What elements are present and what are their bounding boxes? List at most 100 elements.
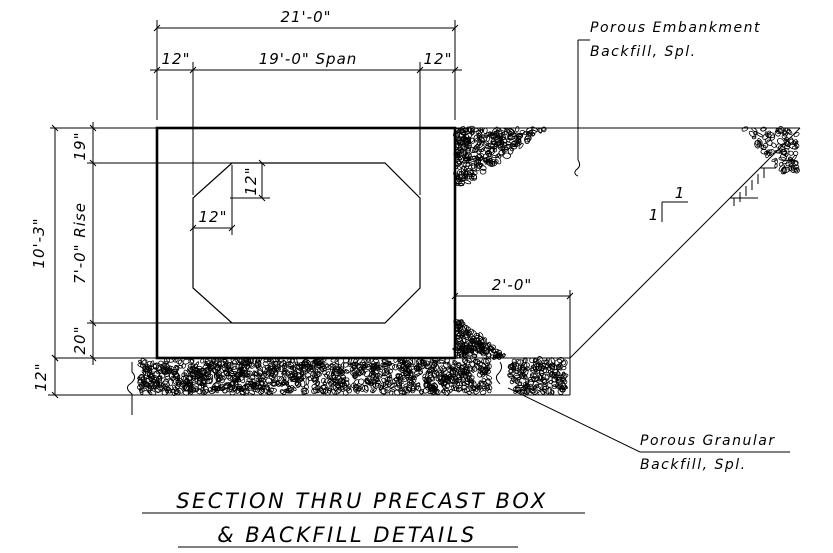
gravel-stone <box>330 382 338 391</box>
gravel-stone <box>143 382 151 386</box>
gravel-stone <box>777 138 785 146</box>
gravel-stone <box>458 326 464 332</box>
dim-bedding: 12" <box>32 363 50 392</box>
gravel-stone <box>478 346 483 353</box>
gravel-stone <box>489 346 495 352</box>
gravel-stone <box>476 149 482 155</box>
gravel-stone <box>441 389 446 394</box>
gravel-stone <box>455 387 463 392</box>
gravel-stone <box>498 150 505 157</box>
gravel-stone <box>499 127 508 132</box>
gravel-stone <box>473 358 478 364</box>
gravel-stone <box>446 366 452 373</box>
gravel-stone <box>373 358 380 363</box>
gravel-stone <box>333 376 339 383</box>
dim-overall-height: 10'-3" <box>30 217 48 268</box>
gravel-stone <box>397 359 403 364</box>
gravel-stone <box>337 366 344 374</box>
gravel-stone <box>384 379 392 385</box>
gravel-stone <box>379 388 388 395</box>
gravel-stone <box>368 381 375 387</box>
gravel-stone <box>536 365 542 371</box>
gravel-stone <box>236 384 243 390</box>
gravel-stone <box>463 179 472 185</box>
left-dimensions <box>48 122 232 399</box>
gravel-stone <box>203 367 208 374</box>
gravel-stone <box>499 146 506 150</box>
gravel-stone <box>506 144 511 149</box>
gravel-stone <box>176 380 183 387</box>
gravel-stone <box>771 142 777 148</box>
gravel-stone <box>369 374 376 381</box>
gravel-stone <box>143 367 149 372</box>
gravel-stone <box>382 384 389 390</box>
gravel-stone <box>485 357 492 364</box>
gravel-stone <box>181 363 187 369</box>
gravel-stone <box>326 387 332 394</box>
title-line2: & BACKFILL DETAILS <box>217 523 477 547</box>
gravel-stone <box>760 148 768 155</box>
gravel-stone <box>794 143 800 149</box>
gravel-stone <box>465 152 472 160</box>
gravel-stone <box>416 360 420 369</box>
gravel-stone <box>316 363 322 370</box>
gravel-stone <box>352 358 358 364</box>
gravel-stone <box>362 365 367 371</box>
gravel-stone <box>532 358 538 363</box>
gravel-stone <box>169 388 176 393</box>
gravel-stone <box>437 370 443 374</box>
gravel-stone <box>551 381 560 388</box>
gravel-stone <box>143 368 146 376</box>
dim-top-slab: 19" <box>71 132 89 161</box>
gravel-stone <box>431 386 435 391</box>
gravel-stone <box>301 390 307 395</box>
gravel-stone <box>471 354 477 358</box>
gravel-stone <box>410 378 417 383</box>
gravel-stone <box>332 363 340 369</box>
gravel-stone <box>456 384 463 393</box>
dim-overall-width: 21'-0" <box>280 8 331 26</box>
gravel-stone <box>471 384 477 391</box>
gravel-stone <box>243 370 248 377</box>
dim-span: 19'-0" Span <box>259 50 358 68</box>
gravel-stone <box>478 156 483 161</box>
gravel-stone <box>237 386 243 392</box>
gravel-stone <box>431 372 438 378</box>
gravel-stone <box>788 165 795 173</box>
gravel-stone <box>509 143 517 150</box>
gravel-stone <box>153 385 157 389</box>
note-granular-line2: Backfill, Spl. <box>640 457 747 473</box>
dim-wall-left: 12" <box>162 50 191 68</box>
gravel-stone <box>308 365 313 370</box>
gravel-stone <box>491 140 497 145</box>
gravel-stone <box>168 379 173 387</box>
gravel-stone <box>294 363 300 370</box>
gravel-stone <box>314 385 321 391</box>
gravel-stone <box>407 359 413 365</box>
gravel-stone <box>542 378 548 385</box>
gravel-stone <box>462 350 467 359</box>
gravel-stone <box>456 139 464 147</box>
gravel-stone <box>461 371 467 376</box>
gravel-stone <box>288 360 292 365</box>
gravel-stone <box>423 381 430 389</box>
gravel-stone <box>472 155 477 160</box>
gravel-stone <box>461 135 468 142</box>
gravel-stone <box>295 378 300 387</box>
gravel-stone <box>527 388 536 394</box>
gravel-stone <box>788 150 794 156</box>
gravel-stone <box>188 367 194 373</box>
dim-haunch-vertical: 12" <box>242 167 260 196</box>
gravel-stone <box>280 378 286 387</box>
gravel-stone <box>141 370 146 376</box>
gravel-stone <box>361 361 366 371</box>
gravel-stone <box>172 386 178 391</box>
gravel-stone <box>793 150 799 156</box>
gravel-stone <box>548 379 553 385</box>
gravel-stone <box>327 382 334 387</box>
gravel-stone <box>547 387 552 396</box>
gravel-stone <box>393 389 401 396</box>
gravel-stone <box>441 374 449 381</box>
gravel-stone <box>774 130 781 137</box>
